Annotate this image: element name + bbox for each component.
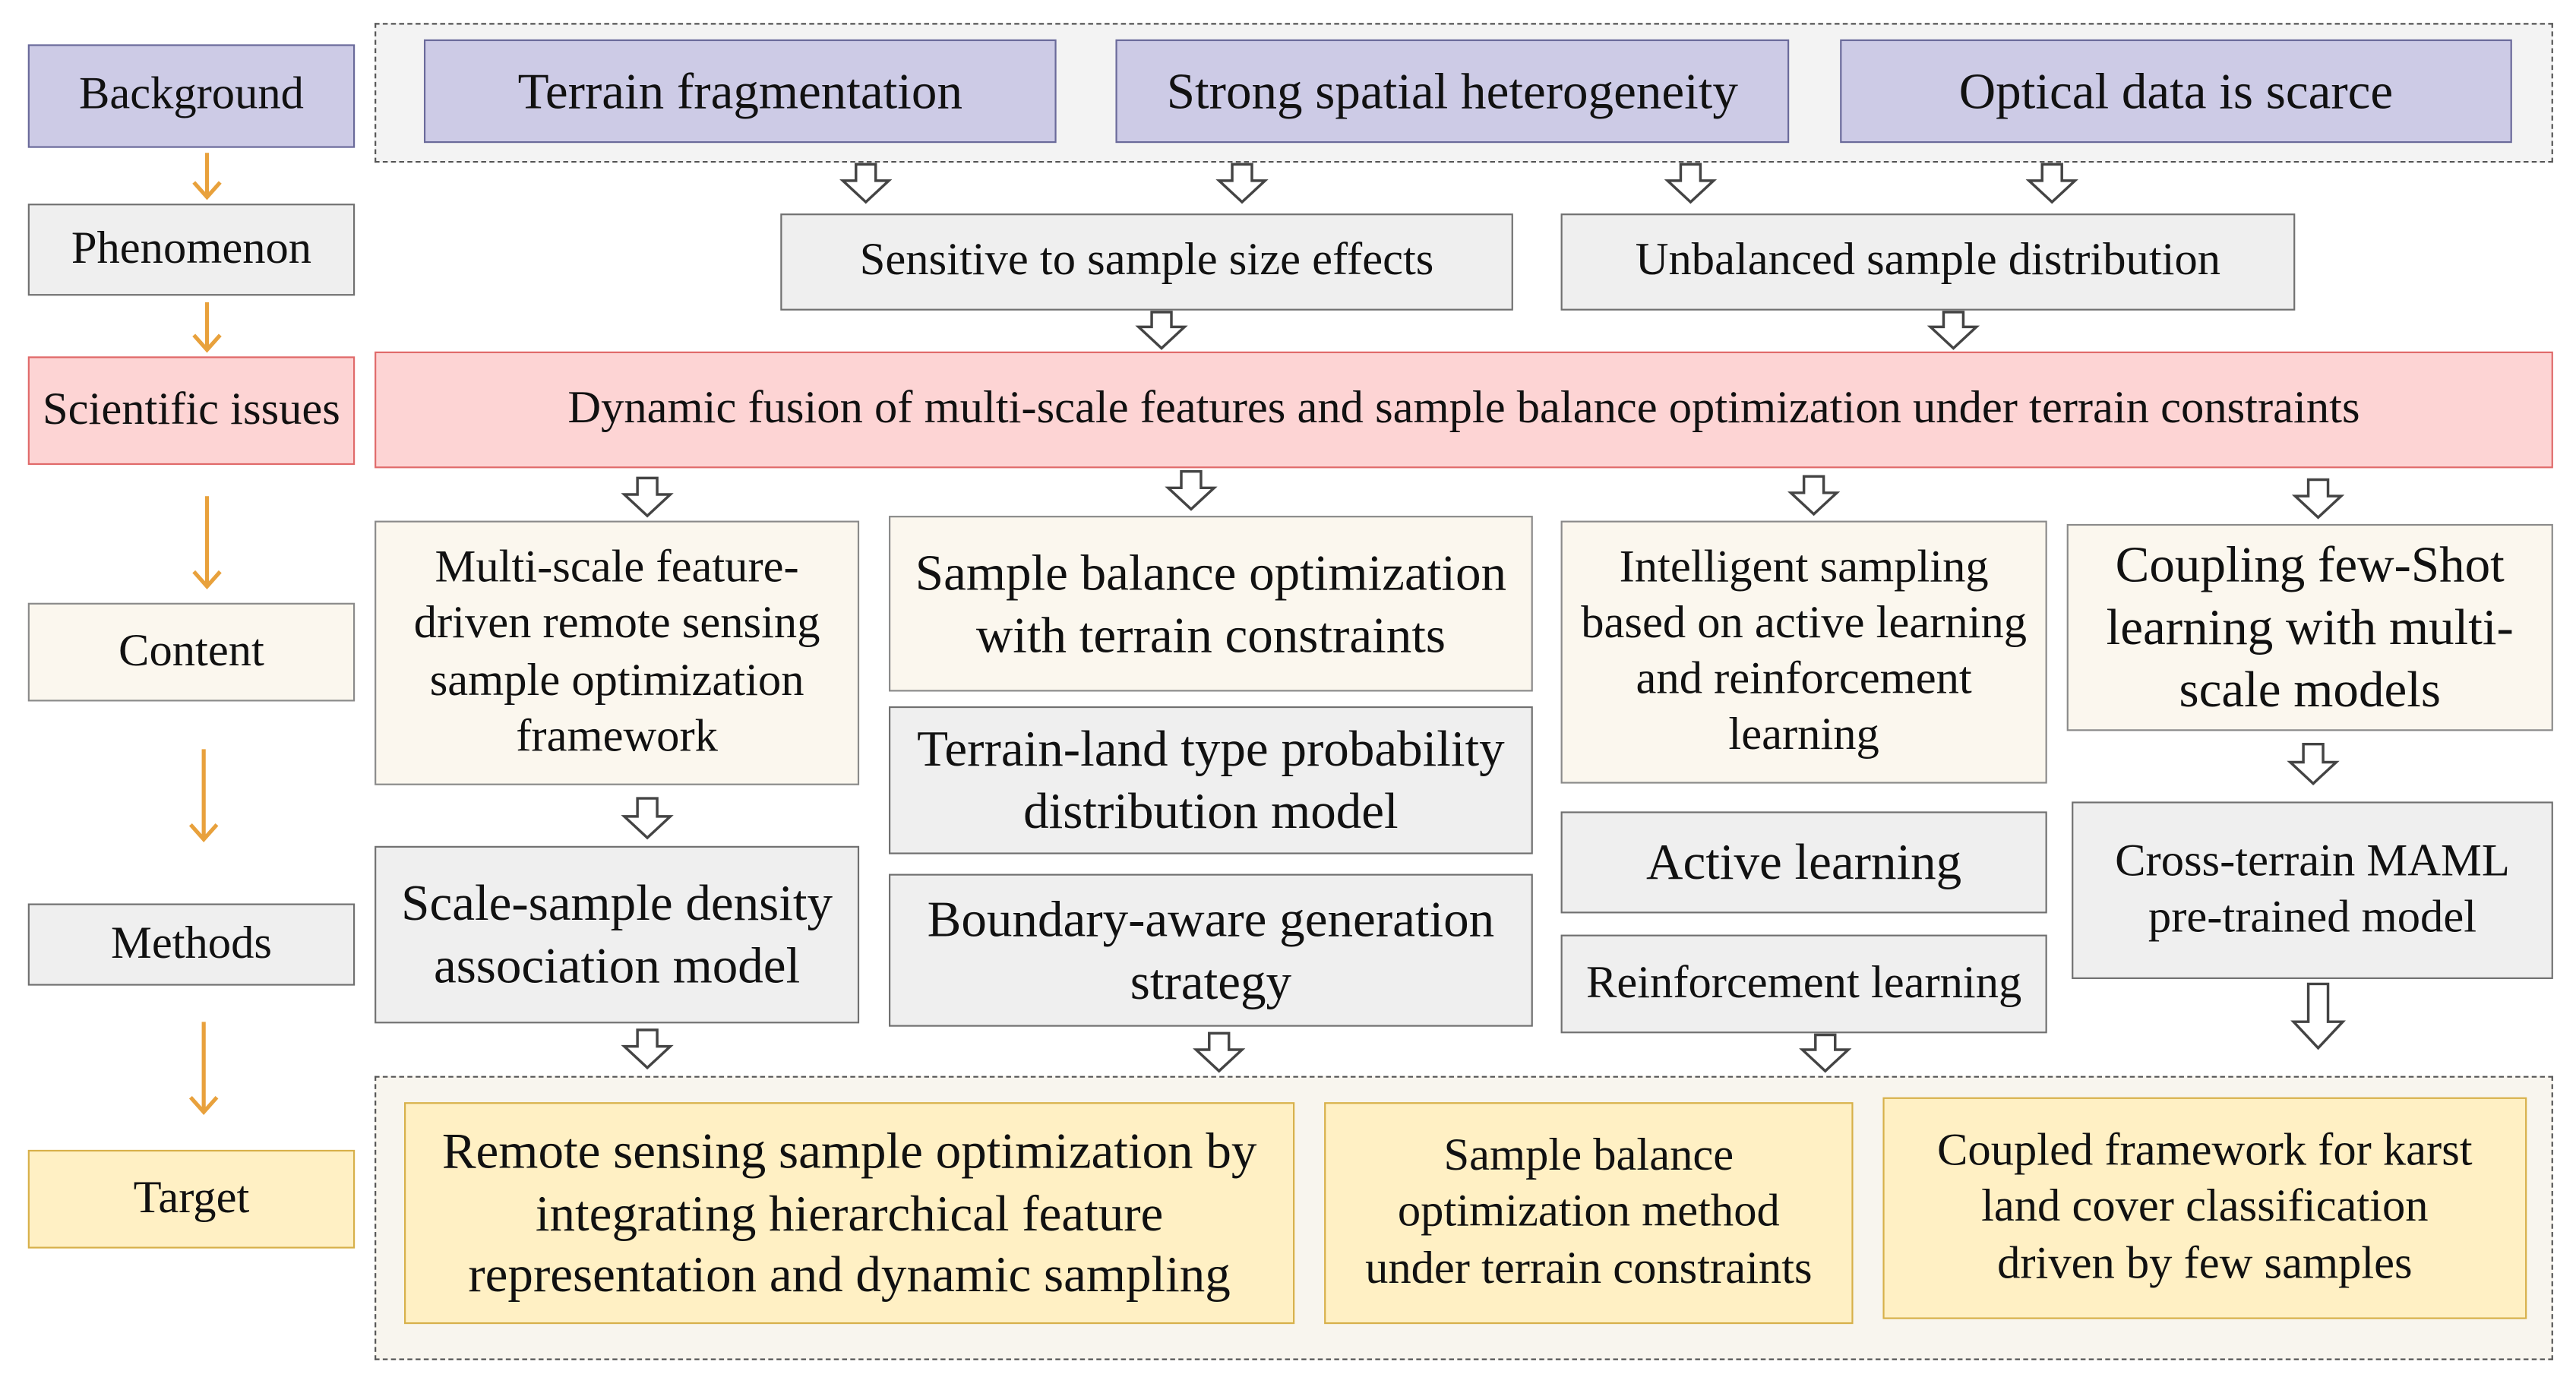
hollow-arrow-ct4 [2287,742,2340,785]
box-scientific-issue: Dynamic fusion of multi-scale features a… [375,351,2553,469]
hollow-arrow-si3 [1787,475,1841,516]
box-spatial-heterogeneity: Strong spatial heterogeneity [1115,39,1790,144]
hollow-arrow-bg4 [2025,163,2078,204]
box-terrain-fragmentation: Terrain fragmentation [423,39,1057,144]
label-methods: Methods [27,903,356,986]
box-multi-scale-framework: Multi-scale feature-driven remote sensin… [375,520,860,785]
box-few-shot-coupling: Coupling few-Shot learning with multi-sc… [2066,523,2553,731]
box-scale-density-model: Scale-sample density association model [375,845,860,1024]
hollow-arrow-si1 [621,476,674,518]
hollow-arrow-ct1 [621,797,674,840]
label-phenomenon: Phenomenon [27,204,356,296]
label-content: Content [27,602,356,702]
label-background: Background [27,44,356,148]
hollow-arrow-si4 [2291,478,2345,520]
box-optical-data-scarce: Optical data is scarce [1840,39,2512,144]
orange-arrow-2 [192,302,222,353]
box-intelligent-sampling: Intelligent sampling based on active lea… [1560,520,2047,784]
orange-arrow-5 [188,1022,219,1116]
box-hierarchical-target: Remote sensing sample optimization by in… [404,1102,1295,1325]
hollow-arrow-si2 [1165,469,1218,511]
label-target: Target [27,1149,356,1249]
box-active-learning: Active learning [1560,811,2047,914]
box-balance-method-target: Sample balance optimization method under… [1324,1102,1854,1325]
hollow-arrow-m4 [2290,982,2347,1050]
box-boundary-aware: Boundary-aware generation strategy [889,873,1533,1027]
hollow-arrow-m1 [621,1028,674,1070]
hollow-arrow-m2 [1193,1031,1246,1073]
orange-arrow-3 [192,496,222,589]
box-sample-size-effects: Sensitive to sample size effects [780,213,1513,311]
box-maml-model: Cross-terrain MAML pre-trained model [2072,801,2553,979]
orange-arrow-1 [192,153,222,201]
box-terrain-probability-model: Terrain-land type probability distributi… [889,706,1533,854]
hollow-arrow-bg3 [1664,163,1718,204]
box-karst-framework-target: Coupled framework for karst land cover c… [1882,1097,2527,1319]
hollow-arrow-bg2 [1215,163,1269,204]
hollow-arrow-ph1 [1135,311,1188,350]
hollow-arrow-bg1 [839,163,893,204]
box-unbalanced-distribution: Unbalanced sample distribution [1560,213,2296,311]
orange-arrow-4 [188,749,219,843]
box-reinforcement-learning: Reinforcement learning [1560,934,2047,1034]
hollow-arrow-ph2 [1926,311,1980,350]
hollow-arrow-m3 [1799,1033,1852,1073]
box-sample-balance-terrain: Sample balance optimization with terrain… [889,516,1533,692]
label-scientific-issues: Scientific issues [27,356,356,466]
